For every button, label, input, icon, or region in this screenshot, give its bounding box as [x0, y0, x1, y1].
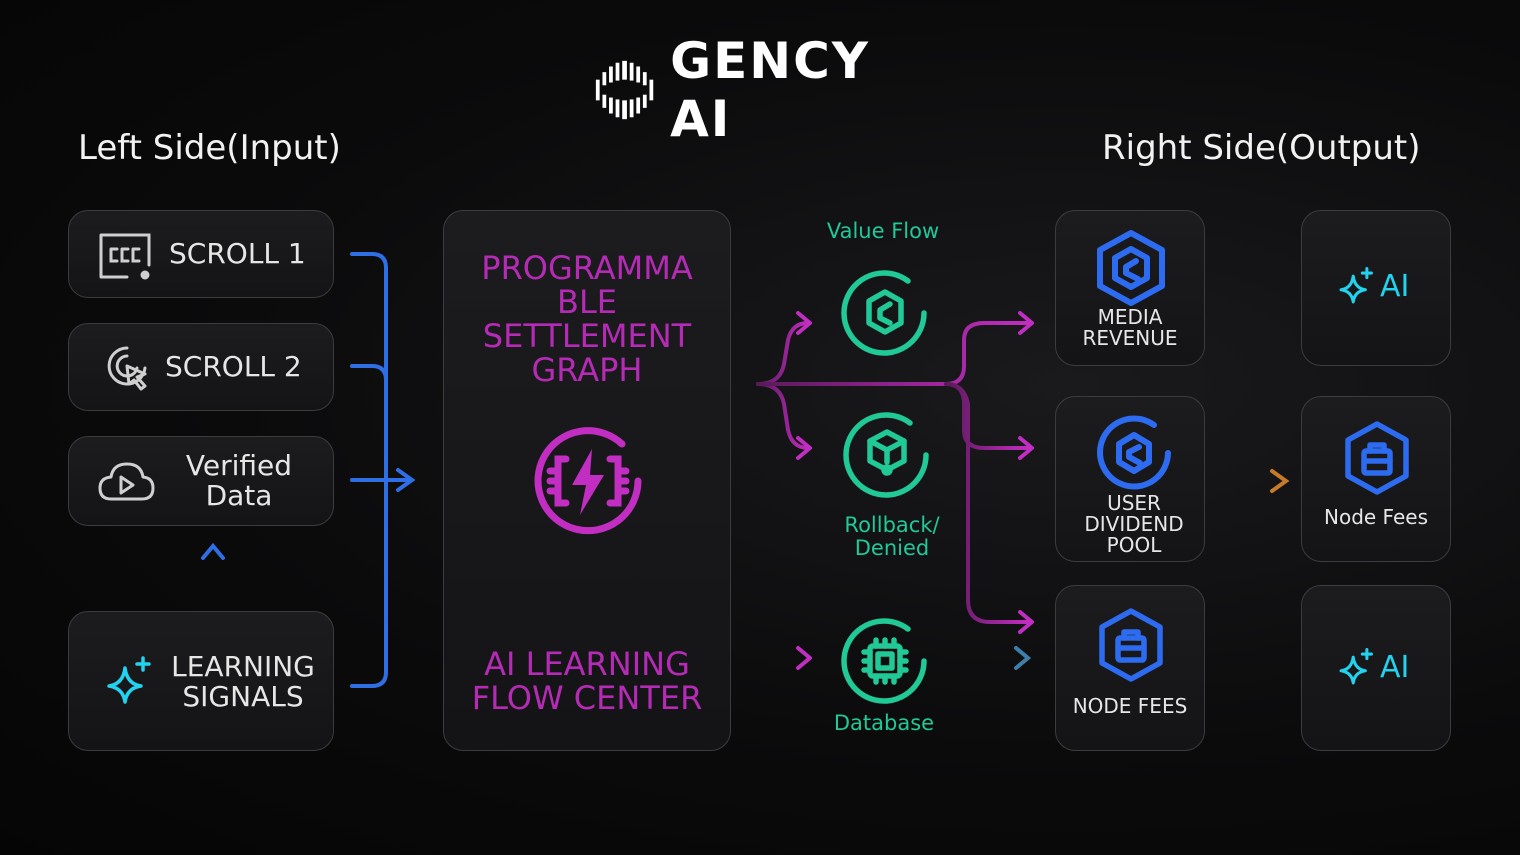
output-media-revenue-label: MEDIA REVENUE	[1082, 305, 1178, 350]
output-node-fees[interactable]: NODE FEES	[1055, 585, 1205, 751]
rollback-node[interactable]	[840, 408, 934, 502]
value-flow-node[interactable]	[838, 266, 932, 360]
far-output-node-fees-label: Node Fees	[1324, 505, 1428, 529]
input-bracket	[350, 252, 416, 688]
output-node-fees-label: NODE FEES	[1072, 694, 1188, 718]
right-side-title: Right Side(Output)	[1102, 128, 1421, 168]
database-label: Database	[833, 711, 935, 735]
center-to-flow-wires	[756, 321, 1030, 660]
input-scroll-2[interactable]: SCROLL 2	[68, 323, 334, 411]
click-cursor-icon	[107, 346, 147, 391]
dividend-to-nodefees-wire	[1208, 469, 1290, 493]
hex-coin-icon	[1097, 230, 1165, 306]
left-side-title: Left Side(Input)	[78, 128, 341, 168]
hex-coin-icon	[841, 270, 927, 356]
cloud-play-icon	[98, 462, 155, 501]
cube-return-icon	[843, 412, 929, 498]
output-media-revenue[interactable]: MEDIA REVENUE	[1055, 210, 1205, 366]
input-scroll-1[interactable]: SCROLL 1	[68, 210, 334, 298]
input-scroll-2-label: SCROLL 2	[165, 350, 302, 383]
database-node[interactable]	[838, 614, 932, 708]
input-learning-signals[interactable]: LEARNING SIGNALS	[68, 611, 334, 751]
database-to-nodefees-wire	[946, 646, 1032, 670]
far-output-ai-top-label: AI	[1380, 268, 1410, 304]
hex-coin-icon	[1097, 415, 1171, 490]
input-verified-data[interactable]: Verified Data	[68, 436, 334, 526]
input-verified-data-label: Verified Data	[185, 449, 293, 512]
far-output-ai-top[interactable]: AI	[1301, 210, 1451, 366]
ai-learning-flow-title: AI LEARNING FLOW CENTER	[471, 645, 703, 717]
output-user-dividend-pool-label: USER DIVIDEND POOL	[1084, 491, 1184, 557]
far-output-node-fees[interactable]: Node Fees	[1301, 396, 1451, 562]
input-scroll-1-label: SCROLL 1	[169, 237, 306, 270]
brand-name: GENCY AI	[670, 32, 871, 148]
chip-icon	[841, 618, 927, 704]
settlement-graph-card[interactable]: PROGRAMMA BLE SETTLEMENT GRAPH AI LEARNI…	[443, 210, 731, 751]
sparkle-icon	[107, 656, 151, 704]
hex-lock-icon	[1099, 608, 1163, 682]
lightning-chip-icon	[534, 427, 642, 535]
settlement-graph-title: PROGRAMMA BLE SETTLEMENT GRAPH	[481, 249, 693, 389]
far-output-ai-bottom[interactable]: AI	[1301, 585, 1451, 751]
brand-logo: GENCY AI	[594, 32, 934, 148]
sparkle-icon	[1339, 648, 1373, 685]
value-flow-label: Value Flow	[826, 219, 940, 243]
sparkle-icon	[1339, 267, 1373, 304]
gency-logo-icon	[595, 60, 654, 120]
hex-lock-icon	[1345, 421, 1409, 495]
input-learning-signals-label: LEARNING SIGNALS	[171, 650, 315, 713]
learning-to-verified-arrow	[201, 542, 225, 598]
rollback-label: Rollback/ Denied	[844, 513, 940, 560]
output-user-dividend-pool[interactable]: USER DIVIDEND POOL	[1055, 396, 1205, 562]
scroll-frame-icon	[99, 233, 151, 280]
far-output-ai-bottom-label: AI	[1380, 649, 1410, 685]
